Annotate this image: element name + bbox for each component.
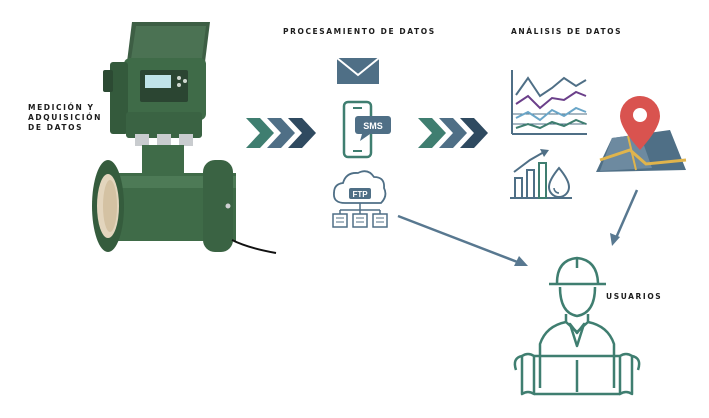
label-medicion-line2: ADQUISICIÓN (28, 113, 103, 122)
line-chart-icon (511, 70, 587, 135)
ftp-label: FTP (352, 190, 368, 199)
label-medicion: MEDICIÓN Y ADQUISICIÓN DE DATOS (28, 103, 118, 133)
label-usuarios: USUARIOS (606, 292, 663, 301)
label-medicion-line1: MEDICIÓN Y (28, 103, 95, 112)
chevron-arrows-1 (246, 118, 316, 148)
ftp-cloud-icon: FTP (332, 170, 388, 228)
envelope-icon (336, 57, 380, 84)
arrow-map-to-usuarios (610, 189, 639, 246)
chevron-arrows-2 (418, 118, 488, 148)
engineer-user-icon (513, 256, 641, 396)
map-pin-icon (596, 96, 687, 172)
flow-meter-image (92, 22, 277, 254)
sms-phone-icon: SMS (342, 100, 391, 159)
arrow-ftp-to-usuarios (397, 214, 528, 266)
label-procesamiento: PROCESAMIENTO DE DATOS (283, 27, 436, 36)
label-medicion-line3: DE DATOS (28, 123, 84, 132)
bar-chart-drop-icon (510, 149, 572, 199)
sms-label: SMS (363, 121, 383, 131)
label-analisis: ANÁLISIS DE DATOS (511, 27, 623, 36)
